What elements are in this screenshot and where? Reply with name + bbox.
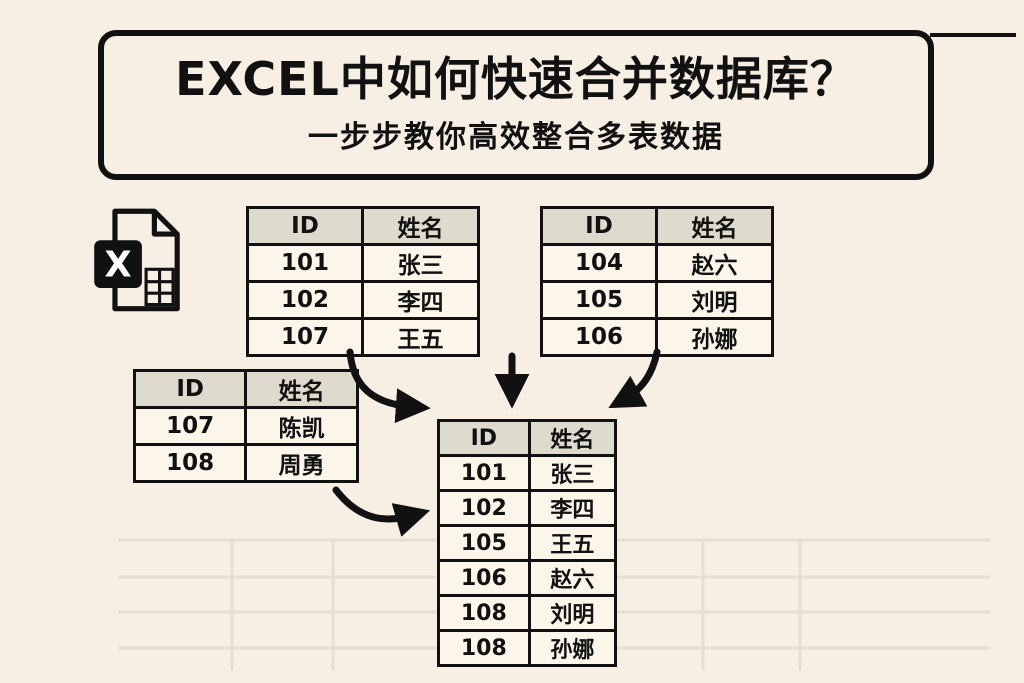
table-header-cell: ID: [437, 419, 531, 457]
table-cell: 张三: [527, 454, 618, 492]
table-cell: 赵六: [654, 243, 775, 283]
table-cell: 李四: [527, 489, 618, 527]
table-cell: 108: [437, 594, 531, 632]
table-cell: 107: [132, 406, 248, 446]
table-cell: 赵六: [527, 559, 618, 597]
table-cell: 102: [437, 489, 531, 527]
table-header-cell: ID: [246, 206, 364, 246]
title-box: EXCEL中如何快速合并数据库？ 一步步教你高效整合多表数据: [98, 30, 934, 180]
table-cell: 孙娜: [527, 629, 618, 667]
table-cell: 王五: [527, 524, 618, 562]
table-cell: 李四: [360, 280, 481, 320]
table-cell: 104: [540, 243, 658, 283]
table-cell: 陈凯: [244, 406, 359, 446]
table-cell: 108: [132, 443, 248, 483]
page-title: EXCEL中如何快速合并数据库？: [175, 51, 857, 106]
table-header-cell: 姓名: [527, 419, 618, 457]
excel-file-icon: X: [92, 205, 196, 317]
table-cell: 106: [540, 317, 658, 357]
table-header-cell: ID: [132, 369, 248, 409]
table-cell: 王五: [360, 317, 481, 357]
table-cell: 孙娜: [654, 317, 775, 357]
table-cell: 张三: [360, 243, 481, 283]
excel-x-glyph: X: [104, 245, 131, 286]
table-cell: 107: [246, 317, 364, 357]
table-cell: 101: [246, 243, 364, 283]
table-cell: 108: [437, 629, 531, 667]
merge-arrow-icon-bottom-left: [332, 486, 431, 537]
table-cell: 刘明: [527, 594, 618, 632]
merge-arrow-icon-right: [608, 348, 661, 409]
table-cell: 106: [437, 559, 531, 597]
table-header-cell: 姓名: [244, 369, 359, 409]
table-cell: 102: [246, 280, 364, 320]
table-cell: 101: [437, 454, 531, 492]
table-cell: 刘明: [654, 280, 775, 320]
table-header-cell: ID: [540, 206, 658, 246]
merge-arrow-icon-left: [346, 348, 431, 424]
table-cell: 周勇: [244, 443, 359, 483]
page-subtitle: 一步步教你高效整合多表数据: [308, 120, 724, 156]
table-cell: 105: [540, 280, 658, 320]
table-header-cell: 姓名: [360, 206, 481, 246]
table-header-cell: 姓名: [654, 206, 775, 246]
decorative-line: [930, 33, 1016, 37]
table-cell: 105: [437, 524, 531, 562]
